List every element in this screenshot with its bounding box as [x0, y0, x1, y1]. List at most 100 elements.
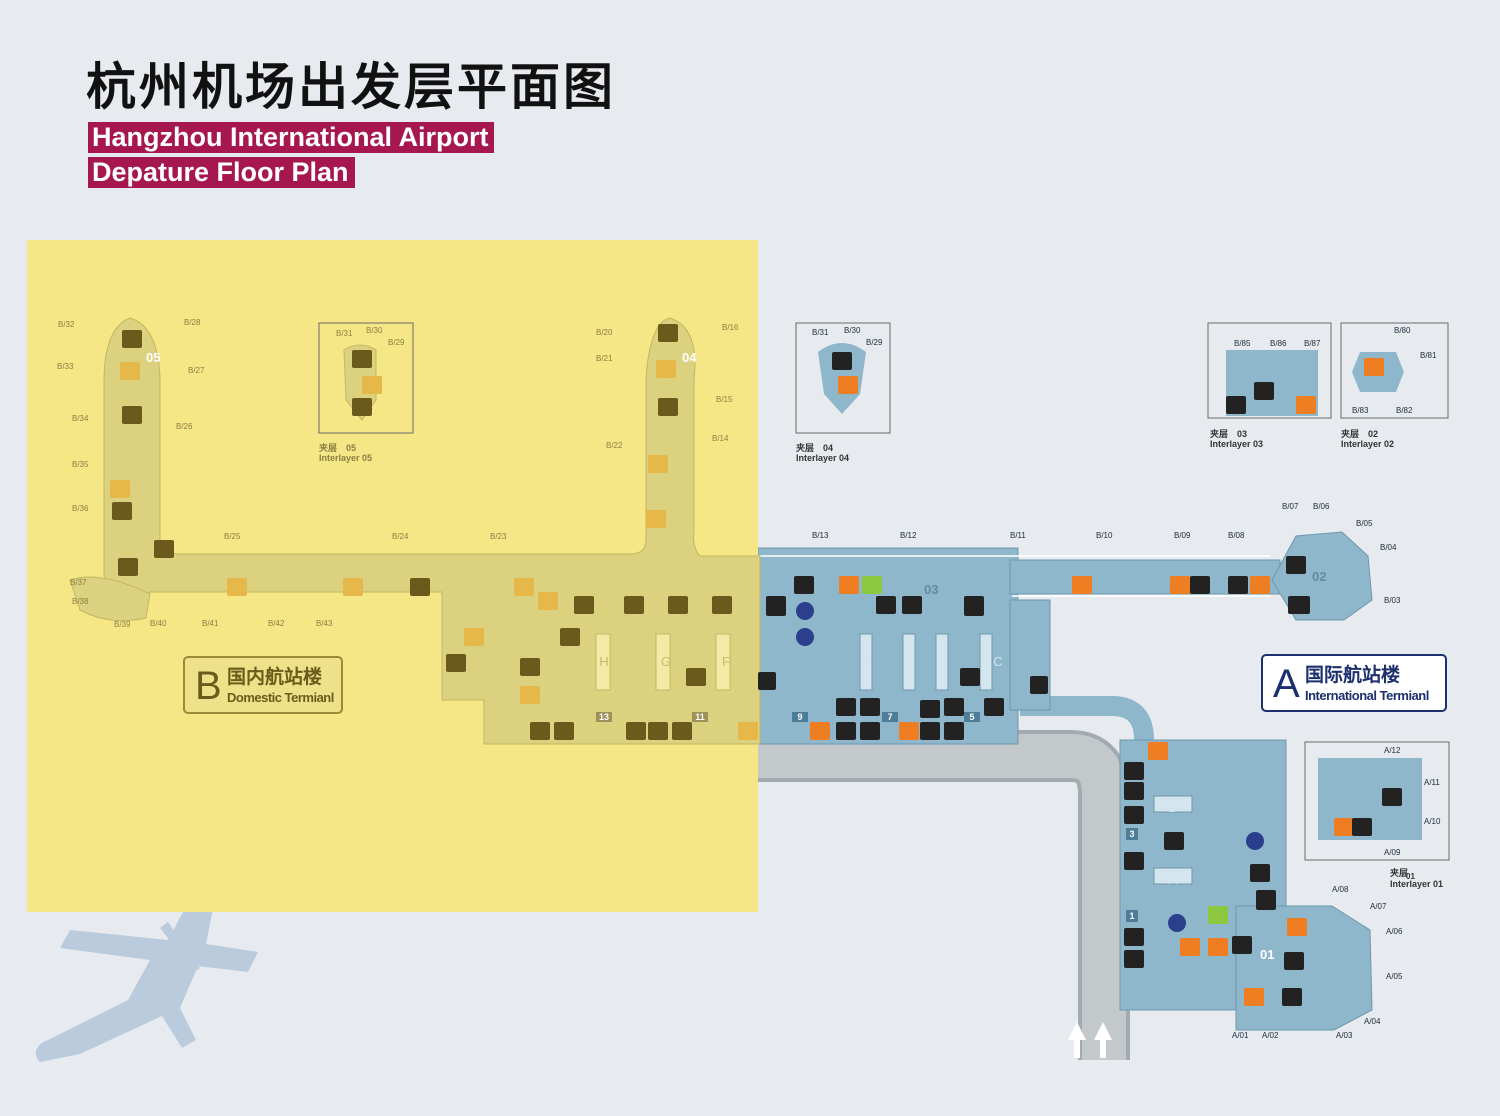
up-arrow-icon [1068, 1022, 1086, 1058]
terminal-b-name-en: Domestic Termianl [227, 690, 334, 705]
terminal-a-name-cn: 国际航站楼 [1305, 664, 1401, 686]
terminal-a-label: A 国际航站楼 International Termianl [1261, 654, 1447, 712]
pier-label-03: 03 [924, 582, 938, 597]
door-number-labels: 13 11 9 7 5 3 1 [596, 712, 1138, 922]
terminal-b-name-cn: 国内航站楼 [227, 666, 323, 688]
gate-label: B/38 [72, 597, 89, 606]
interlayer-05-cn: 夹层 05 [319, 442, 356, 453]
gate-label: B/09 [1174, 531, 1191, 540]
map-title-chinese: 杭州机场出发层平面图 [86, 58, 616, 116]
interlayer-02-en: Interlayer 02 [1341, 439, 1394, 449]
door-label: 9 [797, 712, 802, 722]
terminal-a-floor [757, 531, 1373, 1031]
door-label: 1 [1129, 911, 1134, 921]
pier-label-04: 04 [682, 350, 697, 365]
map-subtitle-english: Depature Floor Plan [88, 157, 355, 188]
island-label-c: C [993, 654, 1002, 669]
gate-label: B/20 [596, 328, 613, 337]
door-label: 3 [1129, 829, 1134, 839]
interlayer-boxes [318, 322, 1450, 861]
misc-service-icon [758, 396, 1372, 1006]
interlayer-03-cn: 夹层 03 [1210, 428, 1247, 439]
island-label-d: D [937, 654, 946, 669]
gate-label: B/31 [812, 328, 829, 337]
medical-cross-icon [862, 576, 1228, 924]
gate-label: B/16 [722, 323, 739, 332]
island-label-b: B [1169, 800, 1178, 815]
gate-label: B/43 [316, 619, 333, 628]
gate-label: B/21 [596, 354, 613, 363]
interlayer-01-num: 01 [1406, 872, 1415, 881]
gate-label: B/30 [366, 326, 383, 335]
terminal-a-letter: A [1273, 662, 1300, 706]
interlayer-01-cn: 夹层 [1390, 867, 1408, 878]
gate-label: A/04 [1364, 1017, 1381, 1026]
gate-labels: B/32 B/28 B/33 B/27 B/34 B/26 B/35 B/36 … [57, 318, 739, 629]
gate-label: B/15 [716, 395, 733, 404]
gate-label: B/10 [1096, 531, 1113, 540]
restroom-icon-terminal-b [110, 360, 758, 740]
gate-label: B/04 [1380, 543, 1397, 552]
checkin-islands-terminal-a [859, 633, 1193, 885]
pier-label-05: 05 [146, 350, 160, 365]
gate-label: B/29 [866, 338, 883, 347]
gate-label: B/24 [392, 532, 409, 541]
gate-label: A/01 [1232, 1031, 1249, 1040]
terminal-a-corridor-trim [758, 555, 1270, 597]
gate-label: A/10 [1424, 817, 1441, 826]
security-checkpoint-icon [766, 596, 1276, 910]
gate-label: B/12 [900, 531, 917, 540]
gate-label: B/86 [1270, 339, 1287, 348]
gate-label: B/37 [70, 578, 87, 587]
gate-label: B/34 [72, 414, 89, 423]
gate-label: A/02 [1262, 1031, 1279, 1040]
gate-label: B/07 [1282, 502, 1299, 511]
door-label: 13 [599, 712, 609, 722]
pier-label-02: 02 [1312, 569, 1326, 584]
terminal-b-label: B 国内航站楼 Domestic Termianl [183, 656, 343, 714]
gate-label: B/81 [1420, 351, 1437, 360]
up-arrow-icon [1094, 1022, 1112, 1058]
airplane-icon [35, 880, 259, 1062]
interlayer-04-en: Interlayer 04 [796, 453, 849, 463]
gate-label: B/39 [114, 620, 131, 629]
gate-label: A/12 [1384, 746, 1401, 755]
gate-label: A/07 [1370, 902, 1387, 911]
gate-label: B/11 [1010, 531, 1026, 540]
interlayer-04-cn: 夹层 04 [796, 442, 833, 453]
gate-label: B/23 [490, 532, 507, 541]
gate-label: B/28 [184, 318, 201, 327]
gate-label: B/25 [224, 532, 241, 541]
gate-label: A/03 [1336, 1031, 1353, 1040]
information-desk-icon [960, 668, 1184, 850]
gate-label: B/14 [712, 434, 729, 443]
interlayer-captions: 夹层 05 Interlayer 05 夹层 04 Interlayer 04 … [319, 428, 1443, 889]
gate-label: A/06 [1386, 927, 1403, 936]
gate-label: B/83 [1352, 406, 1369, 415]
gate-label: B/40 [150, 619, 167, 628]
pier-number-labels: 05 04 03 02 01 [146, 350, 1326, 962]
gate-label: B/32 [58, 320, 75, 329]
terminal-b-service-icon [112, 324, 732, 740]
gate-label: B/06 [1313, 502, 1330, 511]
gate-labels-terminal-a: B/13 B/12 B/11 B/10 B/09 B/08 B/07 B/06 … [812, 326, 1441, 1040]
interlayer-03-en: Interlayer 03 [1210, 439, 1263, 449]
gate-label: B/22 [606, 441, 623, 450]
restroom-icon [810, 358, 1384, 1006]
interlayer-01-en: Interlayer 01 [1390, 879, 1443, 889]
gate-label: A/08 [1332, 885, 1349, 894]
terminal-b-letter: B [195, 664, 222, 708]
gate-label: B/03 [1384, 596, 1401, 605]
door-label: 5 [969, 712, 974, 722]
police-icon [796, 602, 1264, 932]
gate-label: A/05 [1386, 972, 1403, 981]
gate-label: B/13 [812, 531, 829, 540]
gate-label: B/31 [336, 329, 353, 338]
gate-label: B/42 [268, 619, 285, 628]
gate-label: A/09 [1384, 848, 1401, 857]
gate-label: B/08 [1228, 531, 1245, 540]
gate-label: B/82 [1396, 406, 1413, 415]
door-label: 11 [695, 712, 705, 722]
gate-label: B/36 [72, 504, 89, 513]
